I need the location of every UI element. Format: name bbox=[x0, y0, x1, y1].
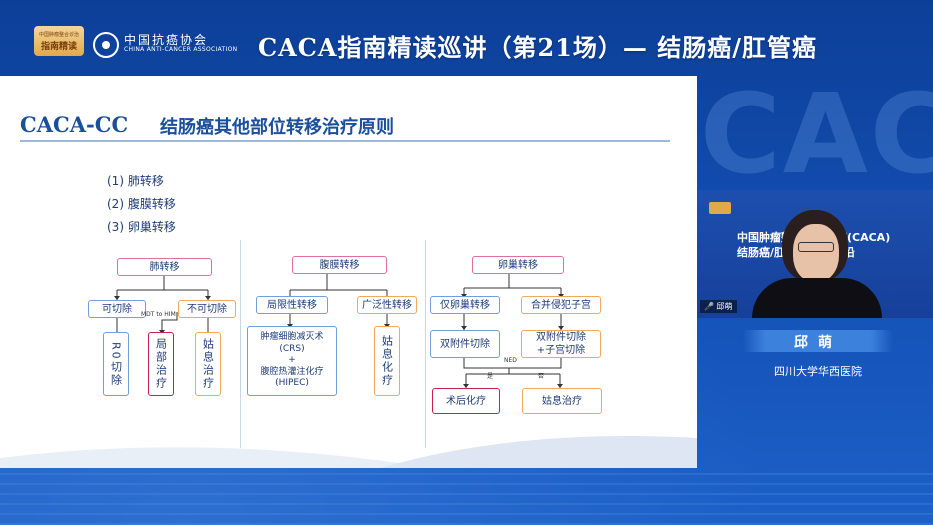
adnexectomy-hysterectomy-node: 双附件切除 +子宫切除 bbox=[521, 330, 601, 358]
logo-text: 指南精读 bbox=[40, 41, 77, 52]
header-bar: 中国肿瘤整合诊治 指南精读 中国抗癌协会 CHINA ANTI-CANCER A… bbox=[0, 0, 933, 76]
mic-tag: 🎤 邱萌 bbox=[700, 300, 737, 313]
palliative-chemo-node: 姑息化疗 bbox=[374, 326, 400, 396]
mic-icon: 🎤 bbox=[704, 302, 714, 311]
mdt-label: MDT to HIM bbox=[141, 311, 176, 318]
resectable-node: 可切除 bbox=[88, 300, 146, 318]
list-item: (1) 肺转移 bbox=[107, 174, 164, 188]
slide-title-cn: 结肠癌其他部位转移治疗原则 bbox=[160, 117, 394, 138]
title-rule bbox=[20, 140, 670, 142]
crs-hipec-node: 肿瘤细胞减灭术 (CRS) + 腹腔热灌注化疗 (HIPEC) bbox=[247, 326, 337, 396]
list-item: (3) 卵巢转移 bbox=[107, 220, 176, 234]
postop-chemo-node: 术后化疗 bbox=[432, 388, 500, 414]
association-name-en: CHINA ANTI-CANCER ASSOCIATION bbox=[124, 46, 238, 53]
guideline-logo: 中国肿瘤整合诊治 指南精读 bbox=[34, 26, 84, 56]
speaker-name-banner: 邱萌 bbox=[743, 330, 893, 352]
peritoneal-metastasis-node: 腹膜转移 bbox=[292, 256, 387, 274]
speaker-name: 邱萌 bbox=[794, 335, 842, 351]
palliative-treatment-node: 姑息治疗 bbox=[195, 332, 221, 396]
localized-metastasis-node: 局限性转移 bbox=[256, 296, 328, 314]
diffuse-metastasis-node: 广泛性转移 bbox=[357, 296, 417, 314]
speaker-glasses bbox=[798, 242, 834, 252]
logo-small-text: 中国肿瘤整合诊治 bbox=[38, 31, 79, 38]
speaker-banner-logo bbox=[709, 202, 731, 214]
background-stripes bbox=[0, 465, 933, 525]
mic-label: 邱萌 bbox=[716, 302, 733, 311]
lung-metastasis-node: 肺转移 bbox=[117, 258, 212, 276]
metastasis-list: (1) 肺转移 (2) 腹膜转移 (3) 卵巢转移 bbox=[107, 170, 176, 239]
bilateral-adnexectomy-node: 双附件切除 bbox=[430, 330, 500, 358]
ovarian-metastasis-node: 卵巢转移 bbox=[472, 256, 564, 274]
uterus-invasion-node: 合并侵犯子宫 bbox=[521, 296, 601, 314]
speaker-body bbox=[752, 278, 882, 318]
speaker-affiliation: 四川大学华西医院 bbox=[774, 365, 862, 378]
ovary-only-node: 仅卵巢转移 bbox=[430, 296, 500, 314]
unresectable-node: 不可切除 bbox=[178, 300, 236, 318]
column-divider bbox=[425, 240, 426, 448]
list-item: (2) 腹膜转移 bbox=[107, 197, 176, 211]
slide-title-en: CACA-CC bbox=[20, 112, 129, 137]
column-divider bbox=[240, 240, 241, 448]
presentation-slide: CACA-CC 结肠癌其他部位转移治疗原则 (1) 肺转移 (2) 腹膜转移 (… bbox=[0, 76, 697, 468]
yes-label: 是 bbox=[487, 373, 494, 380]
local-treatment-node: 局部治疗 bbox=[148, 332, 174, 396]
slide-wave-decoration bbox=[0, 436, 697, 468]
association-name-cn: 中国抗癌协会 bbox=[124, 33, 209, 47]
caca-watermark: CACA bbox=[700, 70, 933, 198]
event-title: CACA指南精读巡讲（第21场）— 结肠癌/肛管癌 bbox=[258, 33, 817, 62]
ned-label: NED bbox=[504, 357, 517, 364]
palliative-treatment-node-ovary: 姑息治疗 bbox=[522, 388, 602, 414]
r0-resection-node: R0切除 bbox=[103, 332, 129, 396]
no-label: 否 bbox=[538, 373, 545, 380]
speaker-face bbox=[793, 224, 839, 282]
association-emblem-icon bbox=[93, 32, 119, 58]
